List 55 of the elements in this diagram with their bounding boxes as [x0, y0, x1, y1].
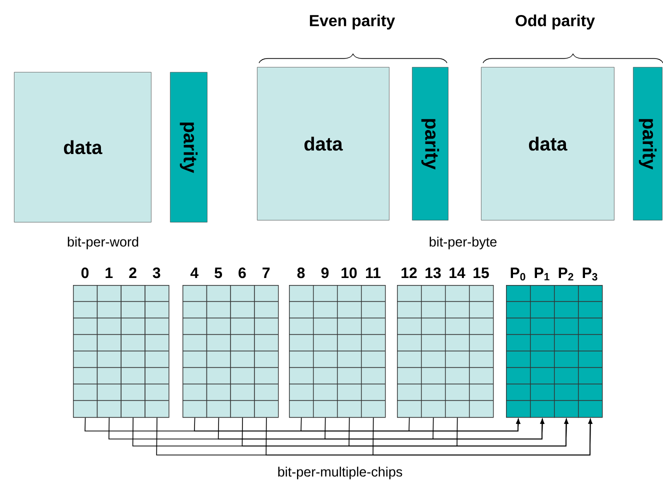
node-label: 5 — [214, 268, 222, 278]
data-block: data — [481, 67, 614, 220]
memory-column: 6 — [230, 268, 255, 418]
parity-block: parity — [170, 72, 208, 222]
data-block: data — [14, 72, 152, 222]
memory-column: 12 — [396, 268, 422, 418]
memory-column: P$_{2}$ — [554, 268, 579, 418]
node-label: 8 — [297, 268, 305, 278]
node-label: 2 — [129, 268, 136, 278]
memory-column: 0 — [72, 268, 98, 418]
data-block: data — [257, 67, 390, 220]
node-label: 3 — [152, 268, 160, 278]
memory-column: 8 — [288, 268, 314, 418]
connector-arrow — [372, 417, 592, 456]
memory-column: 11 — [360, 268, 386, 418]
memory-column: 15 — [468, 268, 494, 418]
memory-column: P$_{3}$ — [578, 268, 603, 418]
memory-column: P$_{1}$ — [530, 268, 555, 418]
node-label: 1 — [106, 268, 113, 278]
node-label: 4 — [190, 268, 198, 278]
memory-column: 10 — [336, 268, 362, 418]
parity-block: parity — [412, 67, 448, 220]
node-label: 12 — [402, 268, 417, 278]
node-label: 0 — [81, 268, 89, 278]
node-label: P$_{3}$ — [582, 268, 598, 280]
node-label: 9 — [321, 268, 329, 278]
parity-block: parity — [633, 67, 662, 220]
connector-arrow — [456, 417, 568, 446]
node-label: P$_{2}$ — [558, 268, 574, 280]
memory-column: 14 — [444, 268, 470, 418]
connector-arrow — [432, 417, 544, 440]
memory-column: 4 — [182, 268, 208, 418]
node-label: 7 — [262, 268, 270, 278]
memory-column: 3 — [144, 268, 170, 418]
node-label: P$_{0}$ — [510, 268, 526, 280]
brace-label: Even parity — [310, 14, 396, 30]
memory-column: 7 — [254, 268, 279, 418]
brace-label: Odd parity — [516, 14, 595, 30]
connector-arrow — [408, 417, 520, 432]
node-label: 11 — [366, 268, 381, 278]
memory-column: 9 — [312, 268, 338, 418]
node-label: 10 — [342, 268, 357, 278]
memory-column: 5 — [206, 268, 231, 418]
node-label: 6 — [238, 268, 246, 278]
caption-label: bit-per-multiple-chips — [278, 466, 402, 480]
memory-column: 13 — [420, 268, 446, 418]
node-label: 13 — [426, 268, 441, 278]
node-label: P$_{1}$ — [534, 268, 550, 280]
caption-label: bit-per-word — [68, 236, 138, 250]
node-label: 14 — [450, 268, 466, 278]
memory-column: 2 — [120, 268, 146, 418]
memory-column: P$_{0}$ — [506, 268, 531, 418]
memory-column: 1 — [96, 268, 122, 418]
caption-label: bit-per-byte — [430, 236, 497, 250]
node-label: 15 — [474, 268, 489, 278]
